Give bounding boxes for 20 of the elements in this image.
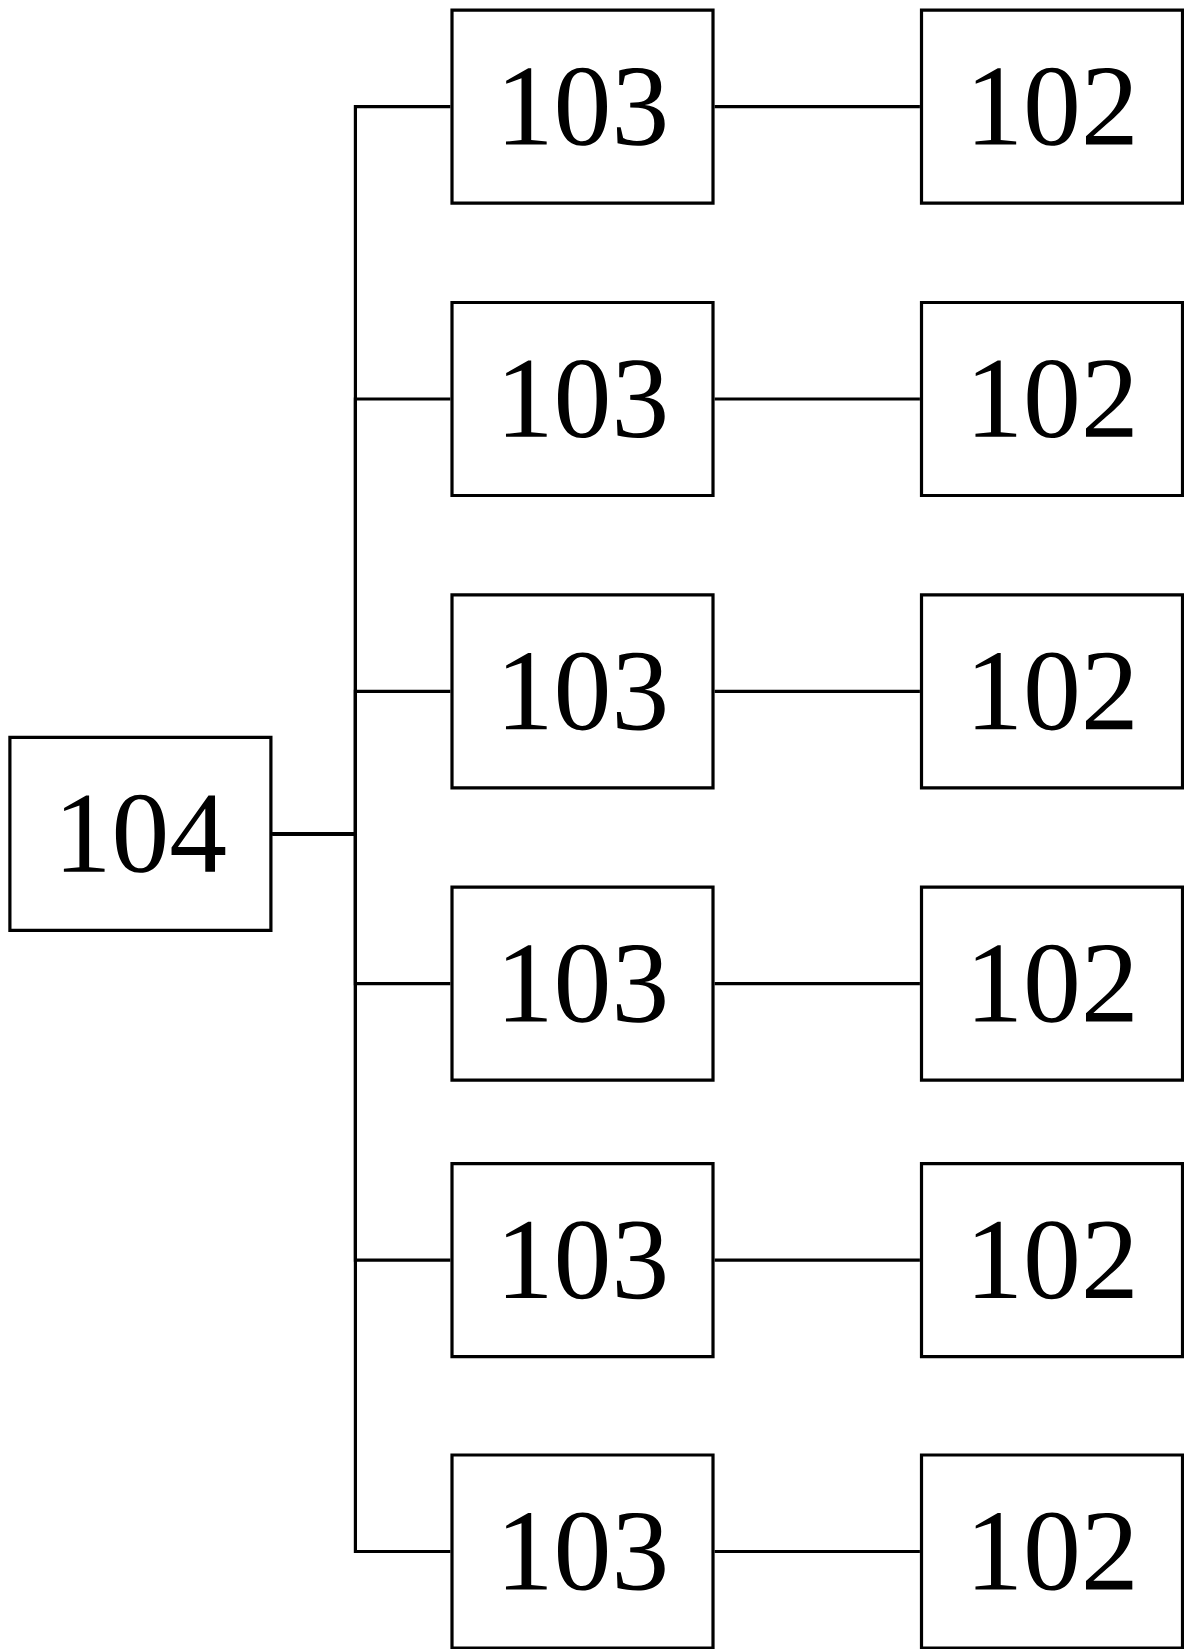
block-box: 103: [450, 8, 715, 205]
block-box: 102: [919, 1162, 1184, 1359]
block-box: 103: [450, 300, 715, 498]
block-box: 103: [450, 885, 715, 1082]
block-box: 103: [450, 593, 715, 790]
block-box: 102: [919, 885, 1184, 1082]
block-box: 102: [919, 8, 1184, 205]
block-box: 102: [919, 300, 1184, 498]
block-box: 103: [450, 1453, 715, 1649]
block-box: 104: [8, 735, 273, 932]
connector-line: [714, 689, 920, 693]
connector-line: [714, 1549, 920, 1554]
connector-line: [714, 105, 920, 109]
connector-line: [714, 1258, 920, 1262]
connector-line: [714, 982, 920, 986]
connector-line: [272, 832, 451, 1554]
block-box: 102: [919, 593, 1184, 790]
block-box: 102: [919, 1453, 1184, 1649]
block-box: 103: [450, 1162, 715, 1359]
connector-line: [714, 397, 920, 401]
